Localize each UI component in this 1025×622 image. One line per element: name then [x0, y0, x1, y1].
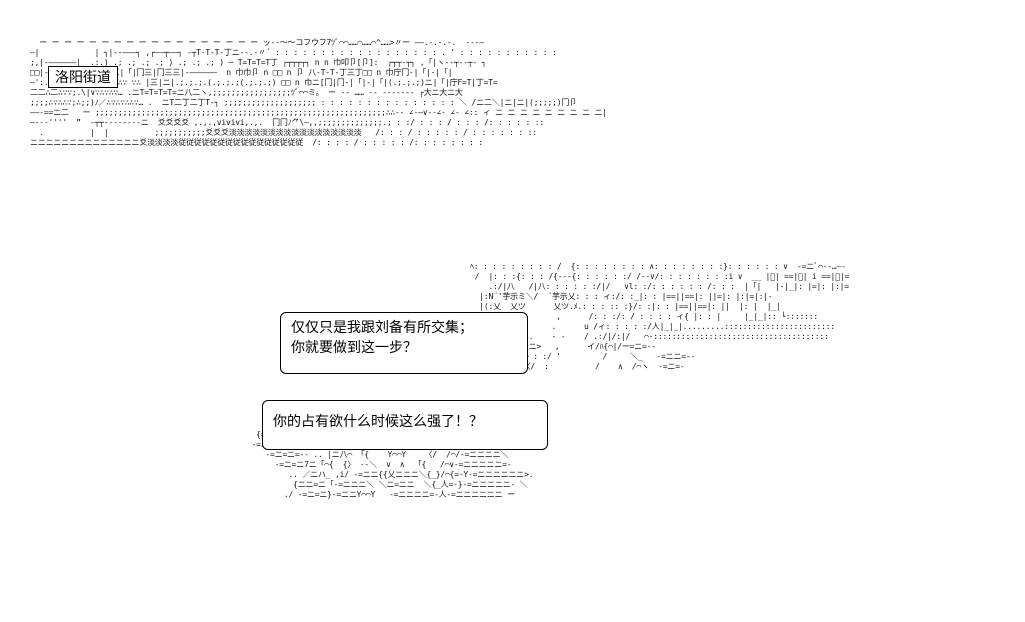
speech-bubble-2: 你的占有欲什么时候这么强了！？	[262, 400, 548, 450]
speech-bubble-1: 仅仅只是我跟刘备有所交集； 你就要做到这一步？	[280, 312, 528, 374]
speech-line: 你的占有欲什么时候这么强了！？	[273, 413, 483, 429]
ascii-art-character: ﾍ: : : : : : : : : / {: : : : : : : : ∧:…	[470, 262, 850, 371]
speech-line: 仅仅只是我跟刘备有所交集；	[291, 319, 473, 335]
speech-line: 你就要做到这一步？	[291, 339, 417, 355]
ascii-art-street-scene: ー ー ー ー ー ー ー ー ー ー ー ー ー ー ー ー ー ー ッ‐‐～…	[30, 38, 607, 147]
place-label: 洛阳街道	[48, 66, 118, 88]
